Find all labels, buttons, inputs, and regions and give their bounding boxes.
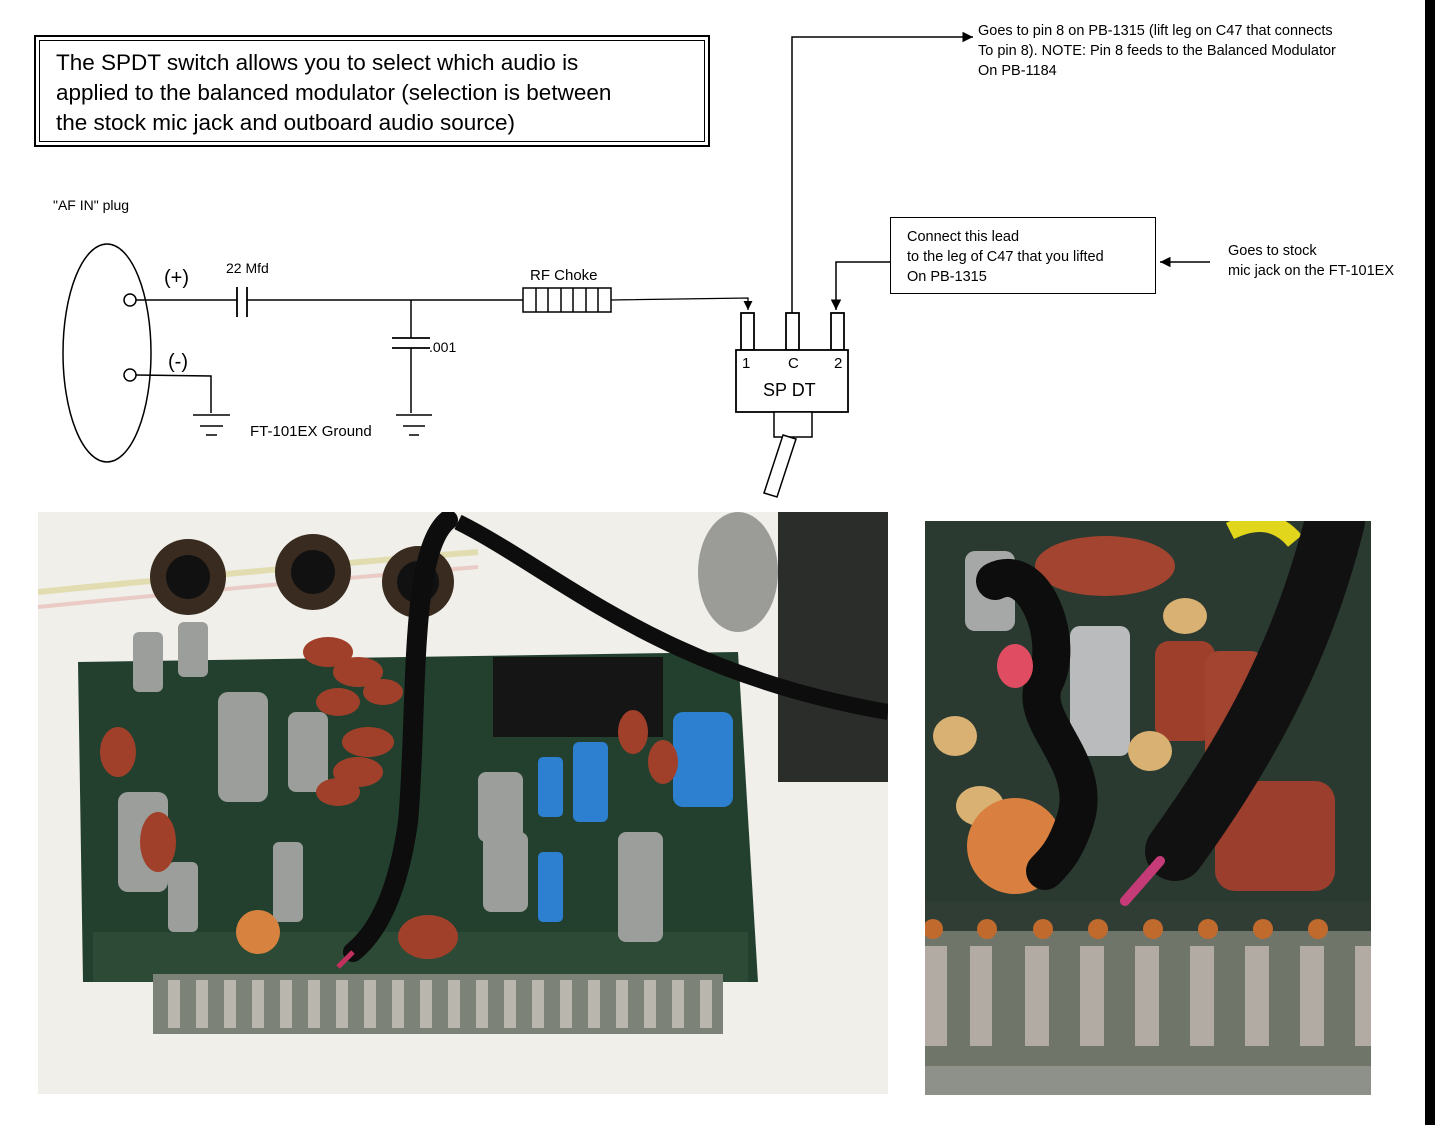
- wire-connect-to-pin2: [830, 261, 890, 310]
- cap-22-label: 22 Mfd: [226, 260, 269, 276]
- stock-mic-note: Goes to stock mic jack on the FT-101EX: [1228, 243, 1395, 279]
- switch-body: [735, 349, 849, 413]
- rf-choke: [522, 287, 612, 313]
- cap-001-label: .001: [429, 339, 457, 355]
- board-closeup-illustration: [925, 521, 1371, 1095]
- wire-minus: [135, 374, 212, 413]
- intro-box: The SPDT switch allows you to select whi…: [34, 35, 710, 147]
- ground-symbol-left: [193, 414, 230, 436]
- switch-pin-2: [830, 312, 845, 351]
- switch-pin-c: [785, 312, 800, 351]
- switch-pin-1: [740, 312, 755, 351]
- ground-label: FT-101EX Ground: [250, 423, 372, 440]
- ground-symbol-right: [396, 414, 432, 436]
- minus-label: (-): [168, 351, 188, 373]
- switch-toggle-lever: [763, 434, 797, 498]
- intro-text: The SPDT switch allows you to select whi…: [56, 50, 612, 135]
- schematic: [62, 31, 1210, 498]
- board-overview-photo: [38, 512, 888, 1094]
- switch-name-label: SP DT: [763, 380, 816, 400]
- switch-pin-c-label: C: [788, 355, 799, 372]
- plus-label: (+): [164, 267, 189, 289]
- af-in-plug-ellipse: [62, 243, 152, 463]
- switch-bushing: [773, 411, 813, 438]
- connect-lead-box: Connect this lead to the leg of C47 that…: [890, 217, 1156, 294]
- wire-c-to-pin8: [791, 31, 973, 313]
- rf-choke-label: RF Choke: [530, 267, 598, 284]
- board-overview-illustration: [38, 512, 888, 1094]
- pin8-note: Goes to pin 8 on PB-1315 (lift leg on C4…: [978, 23, 1336, 79]
- right-edge-bar: [1425, 0, 1435, 1125]
- switch-pin-1-label: 1: [742, 355, 751, 372]
- connect-lead-note: Connect this lead to the leg of C47 that…: [907, 229, 1104, 285]
- board-closeup-photo: [925, 521, 1371, 1095]
- af-in-plug-label: "AF IN" plug: [53, 197, 130, 213]
- switch-pin-2-label: 2: [834, 355, 843, 372]
- plus-terminal: [123, 293, 137, 307]
- wire-choke-to-pin1: [610, 297, 753, 310]
- intro-box-inner-border: [39, 40, 705, 142]
- minus-terminal: [123, 368, 137, 382]
